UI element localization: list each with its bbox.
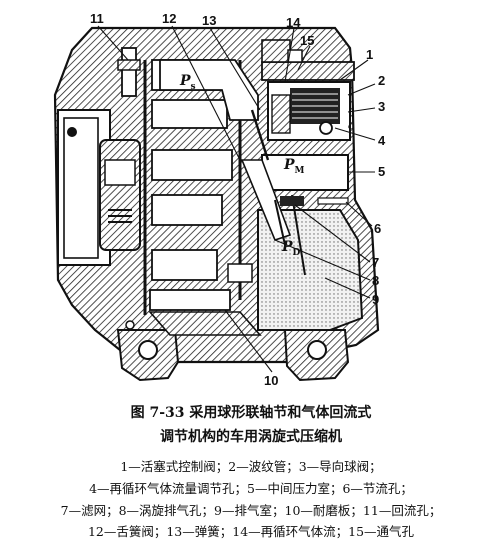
callout-5: 5 — [378, 164, 386, 179]
leader-lines — [97, 25, 376, 373]
callout-6: 6 — [374, 221, 382, 236]
caption-line-2: 调节机构的车用涡旋式压缩机 — [160, 429, 342, 445]
callout-3: 3 — [378, 99, 386, 114]
callout-9: 9 — [372, 292, 380, 307]
callout-13: 13 — [202, 13, 217, 28]
suction-chamber — [159, 59, 259, 121]
mounting-lug-left — [116, 329, 180, 382]
discharge-port — [240, 159, 292, 241]
legend-line: 12—舌簧阀；13—弹簧；14—再循环气体流；15—通气孔 — [87, 524, 415, 539]
middle-pressure-label: PM — [284, 157, 305, 176]
callout-2: 2 — [378, 73, 386, 88]
compressor-cross-section-drawing — [53, 25, 380, 382]
callout-14: 14 — [286, 15, 301, 30]
guide-ball-valve — [319, 121, 333, 135]
filter-screen — [280, 196, 304, 206]
legend-line: 7—滤网；8—涡旋排气孔；9—排气室；10—耐磨板；11—回流孔； — [60, 503, 442, 518]
callout-12: 12 — [162, 11, 177, 26]
legend-line: 1—活塞式控制阀；2—波纹管；3—导向球阀； — [120, 459, 382, 474]
discharge-pressure-label: PD — [282, 239, 301, 258]
callout-1: 1 — [366, 47, 374, 62]
callout-11: 11 — [90, 11, 104, 26]
callout-8: 8 — [372, 273, 380, 288]
callout-15: 15 — [300, 33, 315, 48]
port-c-label: c — [348, 121, 355, 132]
mounting-lug-right — [283, 329, 350, 382]
caption-line-1: 图 7-33 采用球形联轴节和气体回流式 — [130, 405, 372, 421]
legend-line: 4—再循环气体流量调节孔；5—中间压力室；6—节流孔； — [89, 481, 413, 496]
throttle-hole — [317, 197, 349, 205]
control-valve-assembly — [261, 39, 355, 141]
middle-pressure-chamber — [261, 154, 349, 191]
callout-7: 7 — [372, 255, 380, 270]
suction-pressure-label: Ps — [180, 73, 196, 92]
ball-coupling — [99, 139, 141, 251]
callout-4: 4 — [378, 133, 386, 148]
callout-10: 10 — [264, 373, 279, 388]
